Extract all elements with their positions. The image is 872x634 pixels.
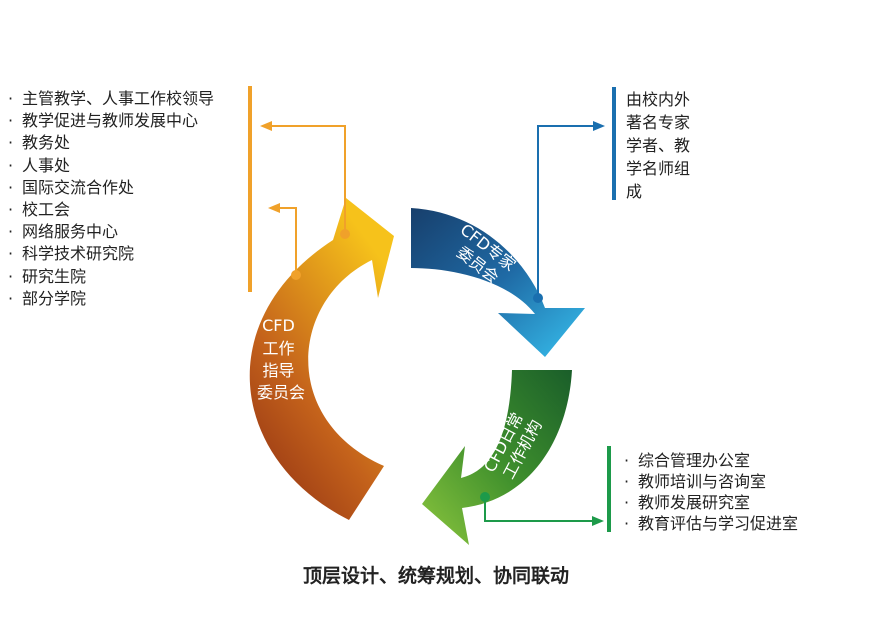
- list-item: ·教务处: [8, 133, 71, 153]
- orange-arrowhead-lower: [268, 203, 280, 213]
- blue-connector: [537, 125, 595, 298]
- list-item: ·教育评估与学习促进室: [624, 514, 799, 533]
- list-item: ·教师培训与咨询室: [624, 472, 767, 491]
- blue-arrowhead: [593, 121, 605, 131]
- bottom-right-divider-bar: [607, 446, 611, 532]
- diagram-caption: 顶层设计、统筹规划、协同联动: [302, 565, 569, 587]
- left-department-list: ·主管教学、人事工作校领导 ·教学促进与教师发展中心 ·教务处 ·人事处 ·国际…: [6, 88, 214, 310]
- left-arrow-line-1: CFD: [262, 316, 295, 335]
- list-item: ·部分学院: [8, 288, 87, 308]
- left-arrow-line-4: 委员会: [257, 383, 305, 402]
- blue-cycle-arrow: [411, 208, 585, 357]
- orange-dot-upper: [340, 229, 350, 239]
- green-connector: [484, 497, 594, 522]
- list-item: ·教学促进与教师发展中心: [8, 111, 199, 131]
- expert-committee-description: 由校内外 著名专家 学者、教 学名师组 成: [626, 90, 691, 201]
- orange-connector-upper: [270, 125, 346, 234]
- left-divider-bar: [248, 86, 252, 292]
- list-item: ·校工会: [8, 200, 71, 220]
- list-item: ·网络服务中心: [8, 222, 119, 242]
- green-arrowhead: [592, 516, 604, 526]
- list-item: ·科学技术研究院: [8, 244, 135, 264]
- orange-connector-lower: [278, 207, 297, 275]
- list-item: ·国际交流合作处: [8, 177, 135, 197]
- daily-office-list: ·综合管理办公室 ·教师培训与咨询室 ·教师发展研究室 ·教育评估与学习促进室: [622, 450, 798, 534]
- blue-dot: [533, 293, 543, 303]
- list-item: ·主管教学、人事工作校领导: [8, 89, 215, 108]
- green-dot: [480, 492, 490, 502]
- right-divider-bar: [612, 87, 616, 200]
- green-cycle-arrow: [422, 370, 572, 545]
- list-item: ·教师发展研究室: [624, 493, 751, 512]
- list-item: ·研究生院: [8, 266, 87, 286]
- list-item: ·人事处: [8, 155, 71, 175]
- list-item: ·综合管理办公室: [624, 451, 751, 470]
- orange-dot-lower: [291, 270, 301, 280]
- svg-text:CFD 工作 指导 委员会: CFD 工作 指导 委员会: [257, 316, 305, 402]
- left-arrow-line-3: 指导: [262, 361, 294, 380]
- orange-arrowhead-upper: [260, 121, 272, 131]
- left-arrow-line-2: 工作: [262, 339, 294, 358]
- orange-cycle-arrow: [249, 198, 394, 520]
